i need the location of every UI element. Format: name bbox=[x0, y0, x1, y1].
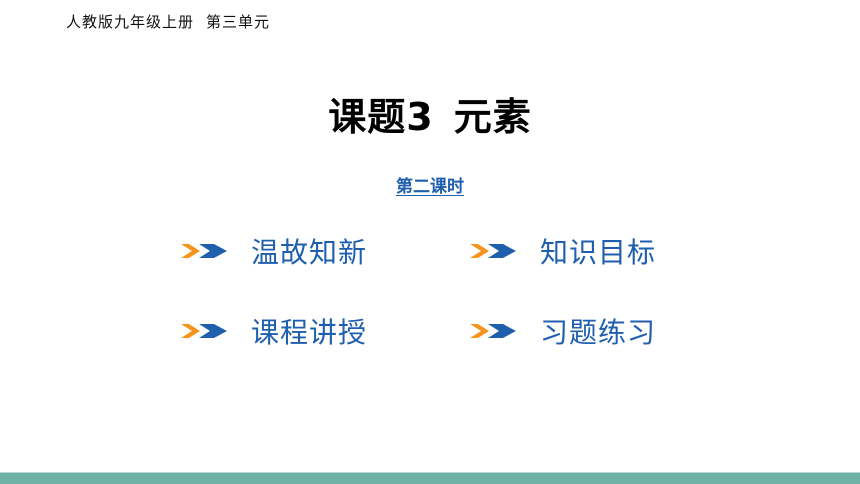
double-chevron-right-icon bbox=[470, 324, 516, 338]
page-title-lesson: 课题3 bbox=[328, 95, 434, 139]
nav-item-review[interactable]: 温故知新 bbox=[181, 231, 367, 271]
nav-item-objectives[interactable]: 知识目标 bbox=[470, 231, 656, 271]
breadcrumb-unit: 第三单元 bbox=[206, 13, 271, 31]
breadcrumb-course: 人教版九年级上册 bbox=[66, 13, 195, 31]
nav-item-label: 课程讲授 bbox=[251, 316, 368, 349]
lesson-period-link[interactable]: 第二课时 bbox=[396, 177, 464, 197]
footer-divider bbox=[0, 472, 860, 473]
nav-item-label: 温故知新 bbox=[251, 236, 368, 269]
double-chevron-right-icon bbox=[181, 244, 227, 258]
breadcrumb: 人教版九年级上册第三单元 bbox=[66, 11, 270, 32]
nav-item-lecture[interactable]: 课程讲授 bbox=[181, 311, 367, 351]
footer-bar bbox=[0, 473, 860, 484]
page-title: 课题3 元素 bbox=[0, 86, 860, 141]
page-title-topic: 元素 bbox=[453, 95, 532, 139]
double-chevron-right-icon bbox=[181, 324, 227, 338]
nav-item-exercises[interactable]: 习题练习 bbox=[470, 311, 656, 351]
nav-item-label: 习题练习 bbox=[540, 316, 657, 349]
nav-item-label: 知识目标 bbox=[540, 236, 657, 269]
double-chevron-right-icon bbox=[470, 244, 516, 258]
